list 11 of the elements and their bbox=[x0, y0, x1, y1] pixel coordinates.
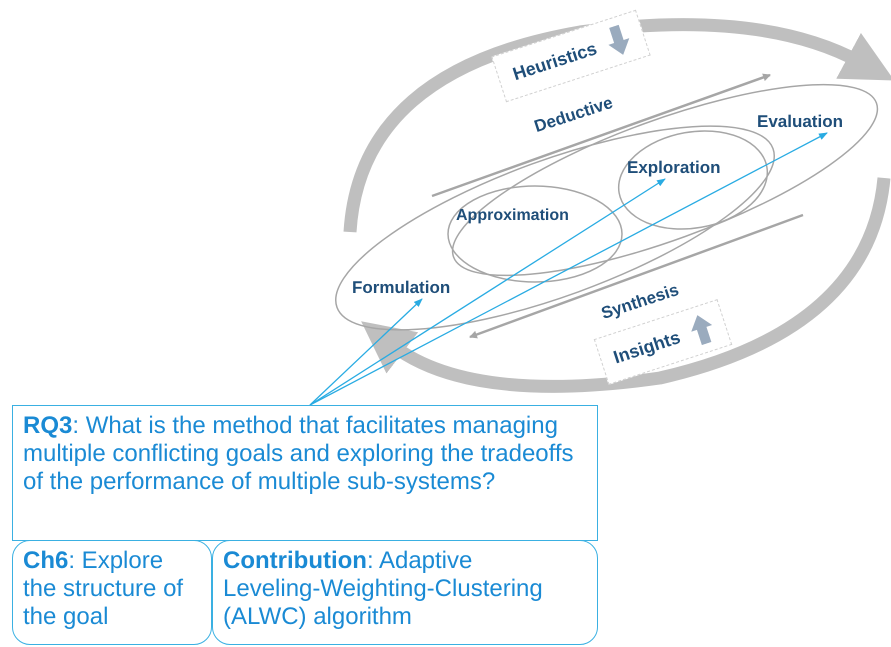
stage-label: Formulation bbox=[352, 278, 450, 298]
text-box: RQ3: What is the method that facilitates managing multiple conflicting goals and exploring the tradeoffs of the performance of multiple sub-systems? bbox=[12, 405, 598, 541]
arrow bbox=[310, 132, 828, 406]
arrow bbox=[310, 298, 423, 406]
text-box: Ch6: Explore the structure of the goal bbox=[12, 540, 212, 645]
text-box: Contribution: Adaptive Leveling-Weighting-Clustering (ALWC) algorithm bbox=[212, 540, 598, 645]
stage-label: Exploration bbox=[627, 158, 721, 178]
card-label: Insights bbox=[610, 326, 683, 368]
stage-label: Evaluation bbox=[757, 112, 843, 132]
stage-label: Approximation bbox=[456, 206, 569, 226]
arrow bbox=[310, 178, 666, 406]
